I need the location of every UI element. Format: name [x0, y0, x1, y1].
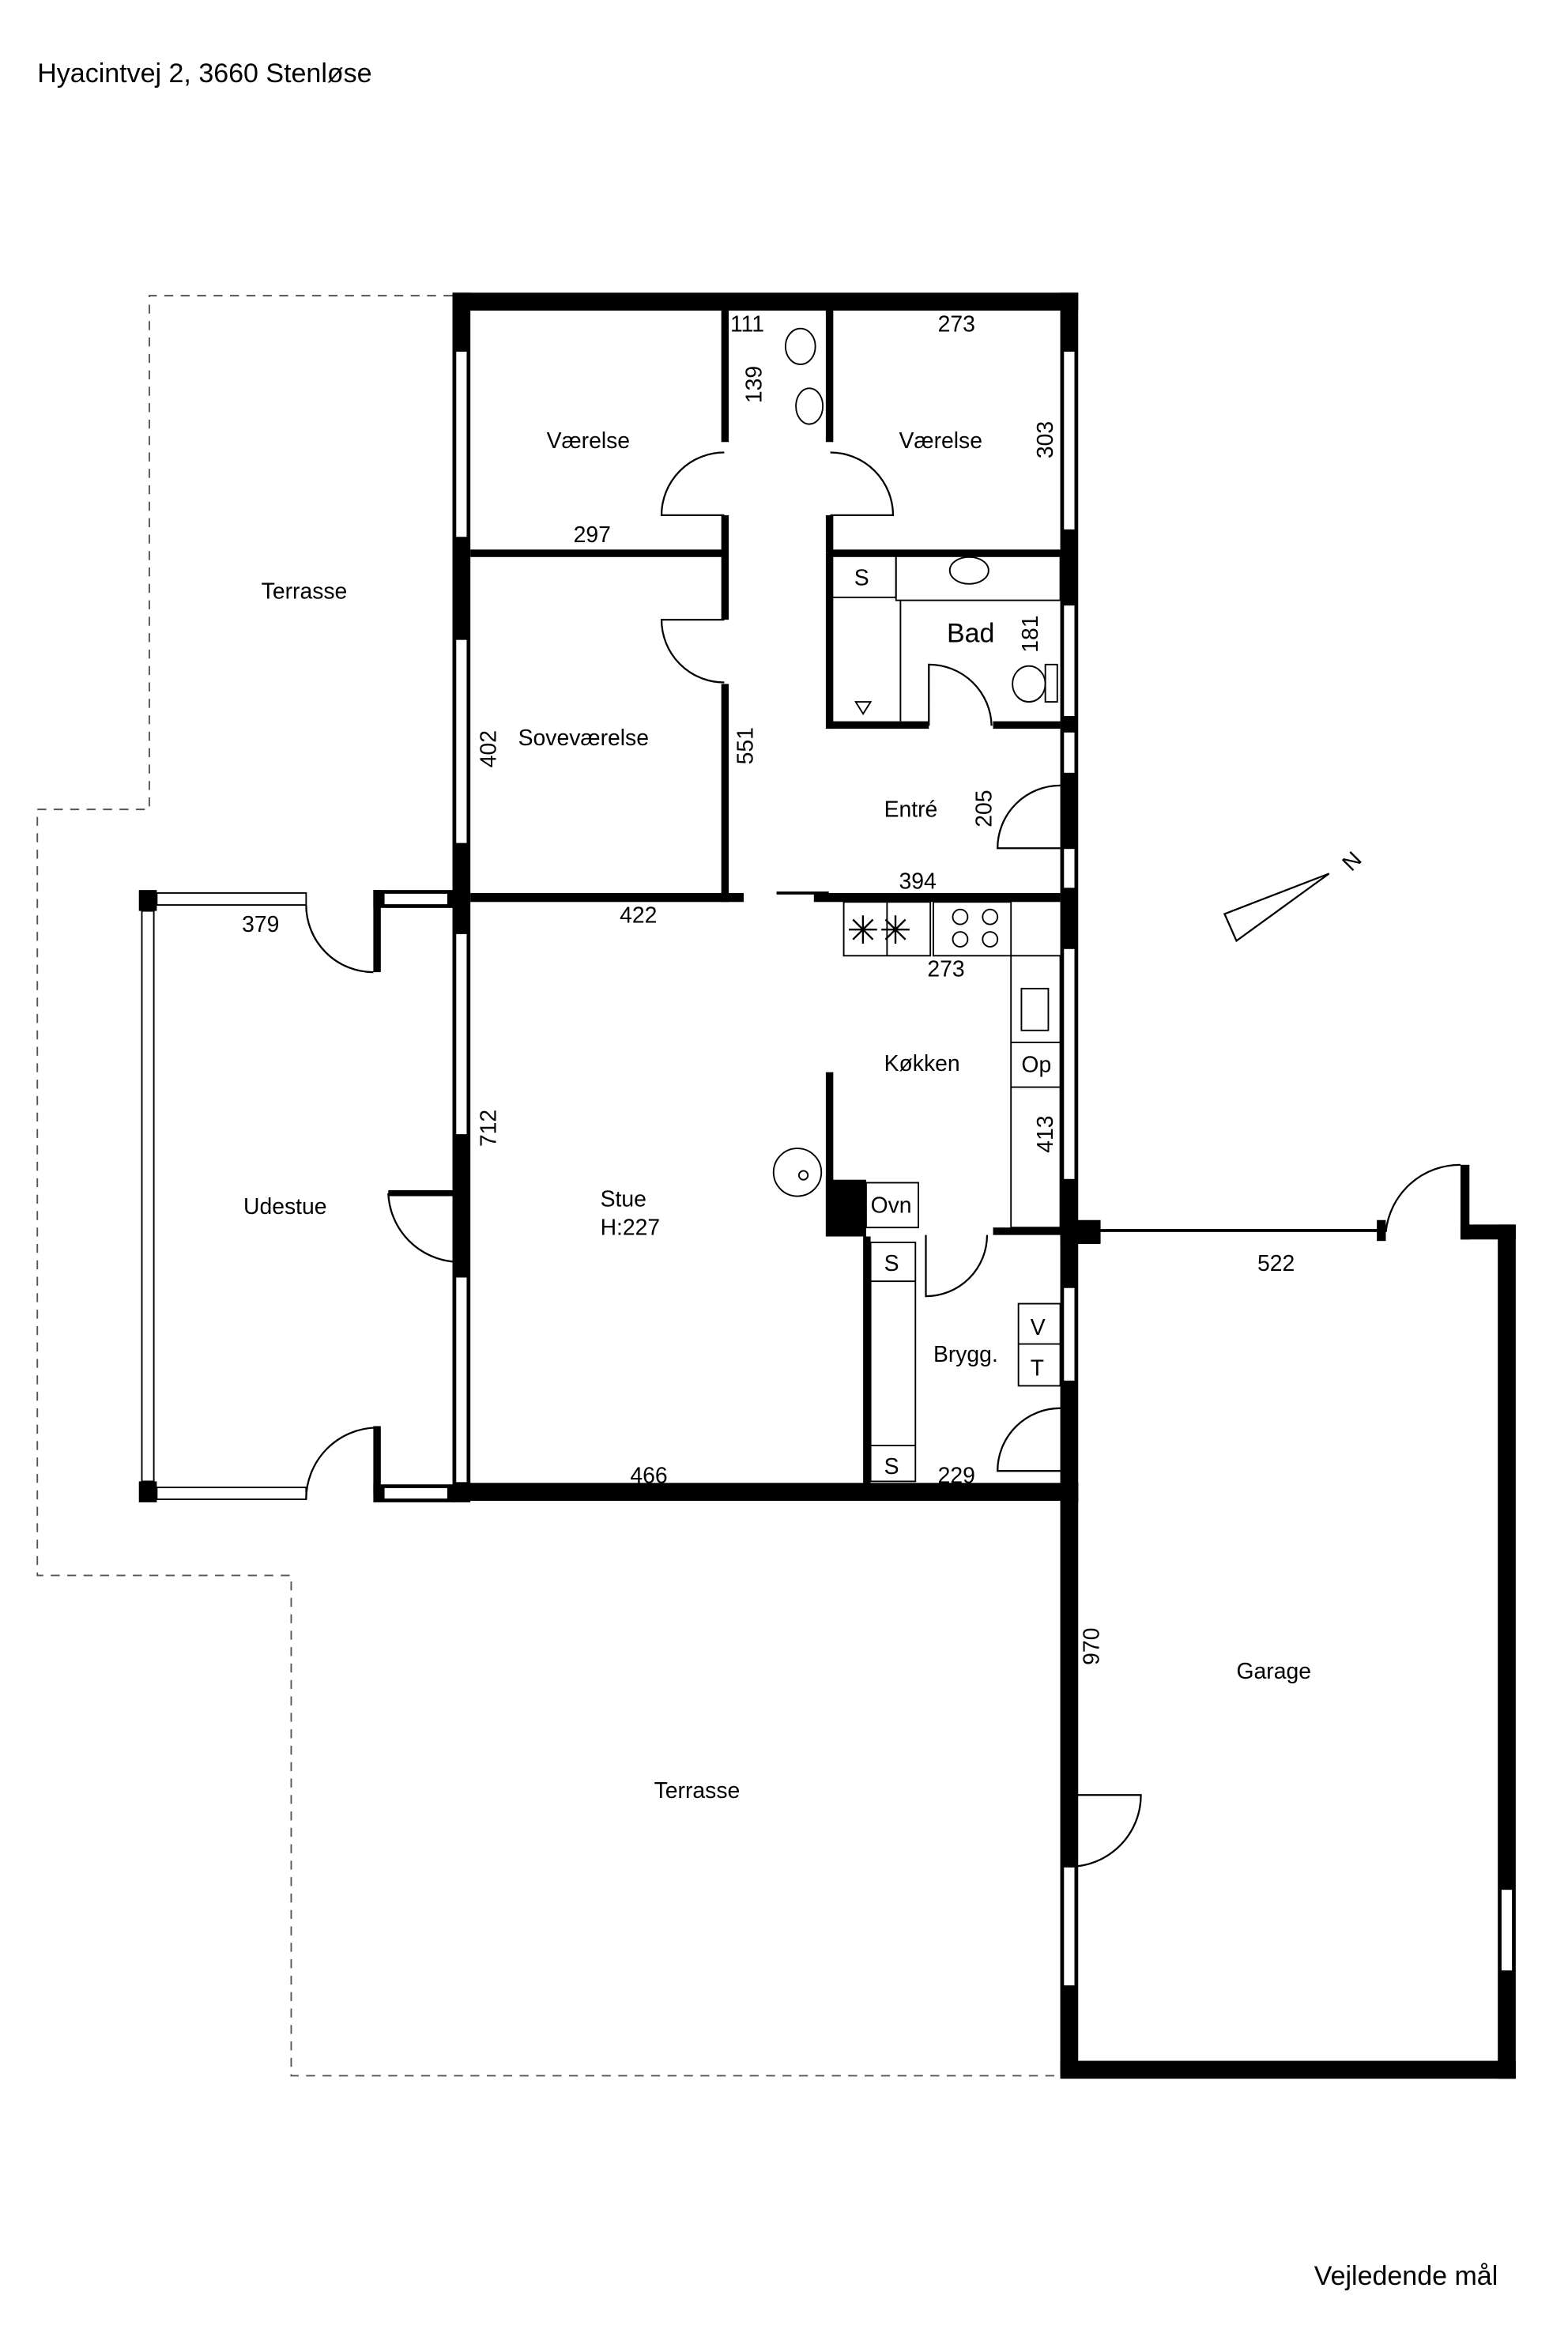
room-sovevaerelse: Soveværelse [518, 726, 649, 751]
svg-text:S: S [884, 1454, 899, 1479]
fixtures: ✳✳ [772, 327, 1061, 1483]
room-terrasse-bottom: Terrasse [654, 1778, 741, 1804]
walls [138, 292, 1516, 2079]
svg-text:Op: Op [1021, 1053, 1051, 1078]
svg-text:205: 205 [972, 790, 997, 827]
svg-text:422: 422 [620, 903, 657, 929]
svg-text:551: 551 [733, 727, 758, 764]
svg-text:303: 303 [1033, 421, 1058, 458]
room-vaerelse-1: Værelse [547, 428, 630, 454]
room-terrasse-top: Terrasse [262, 579, 348, 605]
room-vaerelse-2: Værelse [899, 428, 982, 454]
room-koekken: Køkken [884, 1051, 960, 1076]
room-stue-height: H:227 [601, 1216, 661, 1241]
hob-icon: ✳✳ [846, 910, 911, 952]
svg-text:970: 970 [1080, 1628, 1105, 1665]
svg-text:V: V [1031, 1315, 1046, 1340]
svg-text:297: 297 [574, 522, 611, 548]
svg-text:402: 402 [476, 730, 501, 767]
svg-text:466: 466 [630, 1463, 667, 1488]
svg-text:Ovn: Ovn [871, 1193, 912, 1218]
svg-text:273: 273 [938, 311, 975, 337]
address-title: Hyacintvej 2, 3660 Stenløse [37, 58, 371, 89]
room-stue: Stue [601, 1187, 646, 1212]
room-brygg: Brygg. [933, 1342, 998, 1367]
room-garage: Garage [1237, 1659, 1311, 1684]
svg-text:394: 394 [899, 869, 936, 894]
terrace-top-outline [36, 295, 1061, 2077]
room-udestue: Udestue [243, 1194, 327, 1219]
fixture-labels: S S S Op Ovn V T [854, 566, 1051, 1479]
north-arrow-icon: N [1223, 846, 1366, 943]
room-labels: Terrasse Værelse Værelse Soveværelse Bad… [243, 428, 1311, 1804]
svg-text:S: S [854, 566, 869, 591]
svg-text:181: 181 [1018, 615, 1043, 652]
windows [141, 350, 1514, 1988]
svg-text:522: 522 [1257, 1251, 1295, 1276]
dimension-labels: 111 139 273 303 297 181 402 551 205 394 … [242, 311, 1295, 1664]
svg-text:229: 229 [938, 1463, 975, 1488]
svg-text:N: N [1337, 846, 1366, 876]
svg-text:S: S [884, 1251, 899, 1276]
svg-text:413: 413 [1033, 1115, 1058, 1152]
svg-text:111: 111 [730, 311, 764, 337]
svg-text:T: T [1031, 1355, 1044, 1381]
doors [305, 451, 1461, 1868]
svg-text:273: 273 [927, 957, 964, 982]
room-entre: Entré [884, 797, 938, 823]
svg-text:139: 139 [742, 366, 767, 403]
svg-text:712: 712 [476, 1110, 501, 1147]
footer-note: Vejledende mål [1314, 2261, 1498, 2291]
svg-text:379: 379 [242, 912, 279, 937]
room-bad: Bad [947, 618, 995, 648]
